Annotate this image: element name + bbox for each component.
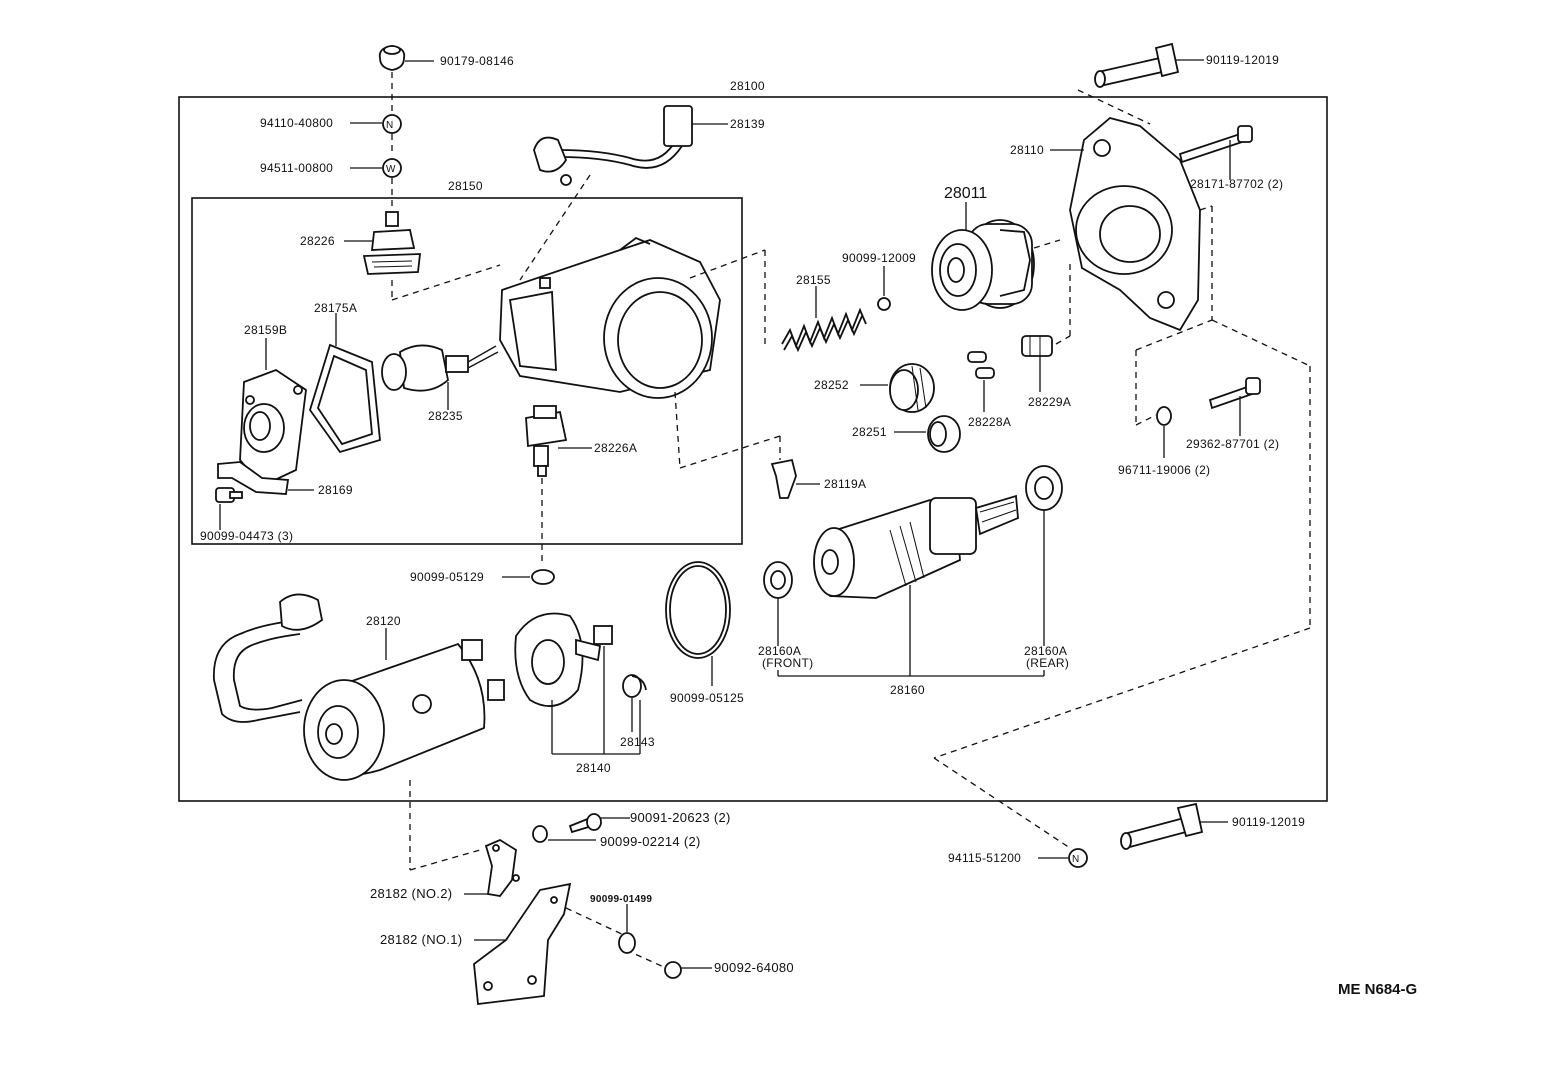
screw-90099-04473: [215, 487, 243, 503]
label-28143: 28143: [620, 735, 655, 749]
label-94115-51200: 94115-51200: [948, 851, 1021, 865]
label-94110-40800: 94110-40800: [260, 116, 333, 130]
label-28252: 28252: [814, 378, 849, 392]
label-90091-20623: 90091-20623 (2): [630, 810, 731, 825]
label-96711-19006: 96711-19006 (2): [1118, 463, 1210, 477]
label-28160A-front: 28160A: [758, 644, 801, 658]
label-90092-64080: 90092-64080: [714, 960, 794, 975]
label-90099-05129: 90099-05129: [410, 570, 484, 584]
label-28228A: 28228A: [968, 415, 1011, 429]
label-90179-08146: 90179-08146: [440, 54, 514, 68]
bolt-90179-08146: [378, 45, 406, 71]
label-28171-87702: 28171-87702 (2): [1190, 177, 1283, 191]
assembly-28100-frame: [178, 96, 1328, 802]
label-90099-04473: 90099-04473 (3): [200, 529, 293, 543]
label-90099-02214: 90099-02214 (2): [600, 834, 701, 849]
lever-28119A: [770, 458, 797, 499]
bolt-28171-87702: [1178, 125, 1253, 164]
label-28229A: 28229A: [1028, 395, 1071, 409]
gear-28252: [889, 363, 935, 413]
gasket-28175A: [309, 343, 381, 454]
housing-28110: [1069, 117, 1201, 332]
label-28119A: 28119A: [824, 477, 866, 491]
oring-90099-05125: [665, 561, 731, 659]
washer-90099-02214: [532, 825, 548, 843]
label-28140: 28140: [576, 761, 611, 775]
label-28159B: 28159B: [244, 323, 287, 337]
svg-text:W: W: [386, 164, 396, 175]
cover-28159B: [239, 368, 307, 488]
bolt-29362-87701: [1208, 377, 1261, 410]
spring-28155: [781, 307, 867, 353]
nut-94110-40800: N: [382, 114, 402, 134]
terminal-28226: [362, 211, 422, 275]
roller-28228A: [967, 351, 995, 379]
gear-28251: [927, 415, 961, 453]
bolt-90119-12019-top: [1094, 42, 1180, 88]
plunger-28235: [381, 344, 499, 392]
label-28235: 28235: [428, 409, 463, 423]
bolt-90119-12019-bottom: [1120, 802, 1204, 850]
clutch-28011: [931, 219, 1035, 311]
label-28155: 28155: [796, 273, 831, 287]
brush-holder-28140: [514, 612, 613, 707]
svg-text:N: N: [386, 120, 394, 131]
label-28139: 28139: [730, 117, 765, 131]
label-28169: 28169: [318, 483, 353, 497]
assembly-28150-frame: [191, 197, 743, 545]
label-90119-12019-bottom: 90119-12019: [1232, 815, 1305, 829]
housing-28150: [499, 236, 721, 399]
label-28182-no2: 28182 (NO.2): [370, 886, 452, 901]
label-28150: 28150: [448, 179, 483, 193]
terminal-28226A: [525, 405, 568, 477]
bracket-28182-no2: [484, 838, 520, 897]
label-front: (FRONT): [762, 656, 813, 670]
diagram-code: ME N684-G: [1338, 981, 1417, 998]
label-rear: (REAR): [1026, 656, 1069, 670]
nut-90092-64080: [664, 961, 682, 979]
nut-90099-05129: [531, 569, 555, 585]
washer-94511-00800: W: [382, 158, 402, 178]
label-28160: 28160: [890, 683, 925, 697]
label-28110: 28110: [1010, 143, 1044, 157]
label-94511-00800: 94511-00800: [260, 161, 333, 175]
yoke-28120: [213, 593, 505, 781]
label-28175A: 28175A: [314, 301, 357, 315]
clip-28169: [217, 461, 290, 495]
label-28160A-rear: 28160A: [1024, 644, 1067, 658]
bracket-28182-no1: [473, 882, 572, 1006]
label-28100: 28100: [730, 79, 765, 93]
retainer-28229A: [1021, 335, 1053, 357]
label-28011: 28011: [944, 185, 987, 202]
ball-90099-12009: [877, 297, 891, 311]
label-28226A: 28226A: [594, 441, 637, 455]
bearing-28160A-rear: [1025, 465, 1063, 511]
svg-text:N: N: [1072, 854, 1080, 865]
label-28226: 28226: [300, 234, 335, 248]
nut-94115-51200: N: [1068, 848, 1088, 868]
washer-90099-01499: [618, 932, 636, 954]
label-28251: 28251: [852, 425, 887, 439]
washer-96711-19006: [1156, 406, 1172, 426]
screw-90091-20623: [568, 813, 602, 834]
label-90099-05125: 90099-05125: [670, 691, 744, 705]
armature-28160: [813, 494, 1019, 599]
label-28182-no1: 28182 (NO.1): [380, 932, 462, 947]
label-90099-01499: 90099-01499: [590, 894, 652, 905]
label-28120: 28120: [366, 614, 401, 628]
label-90099-12009: 90099-12009: [842, 251, 916, 265]
label-90119-12019-top: 90119-12019: [1206, 53, 1279, 67]
spring-28143: [622, 674, 647, 698]
lead-wire-28139: [533, 105, 693, 186]
label-29362-87701: 29362-87701 (2): [1186, 437, 1279, 451]
bearing-28160A-front: [763, 561, 793, 599]
